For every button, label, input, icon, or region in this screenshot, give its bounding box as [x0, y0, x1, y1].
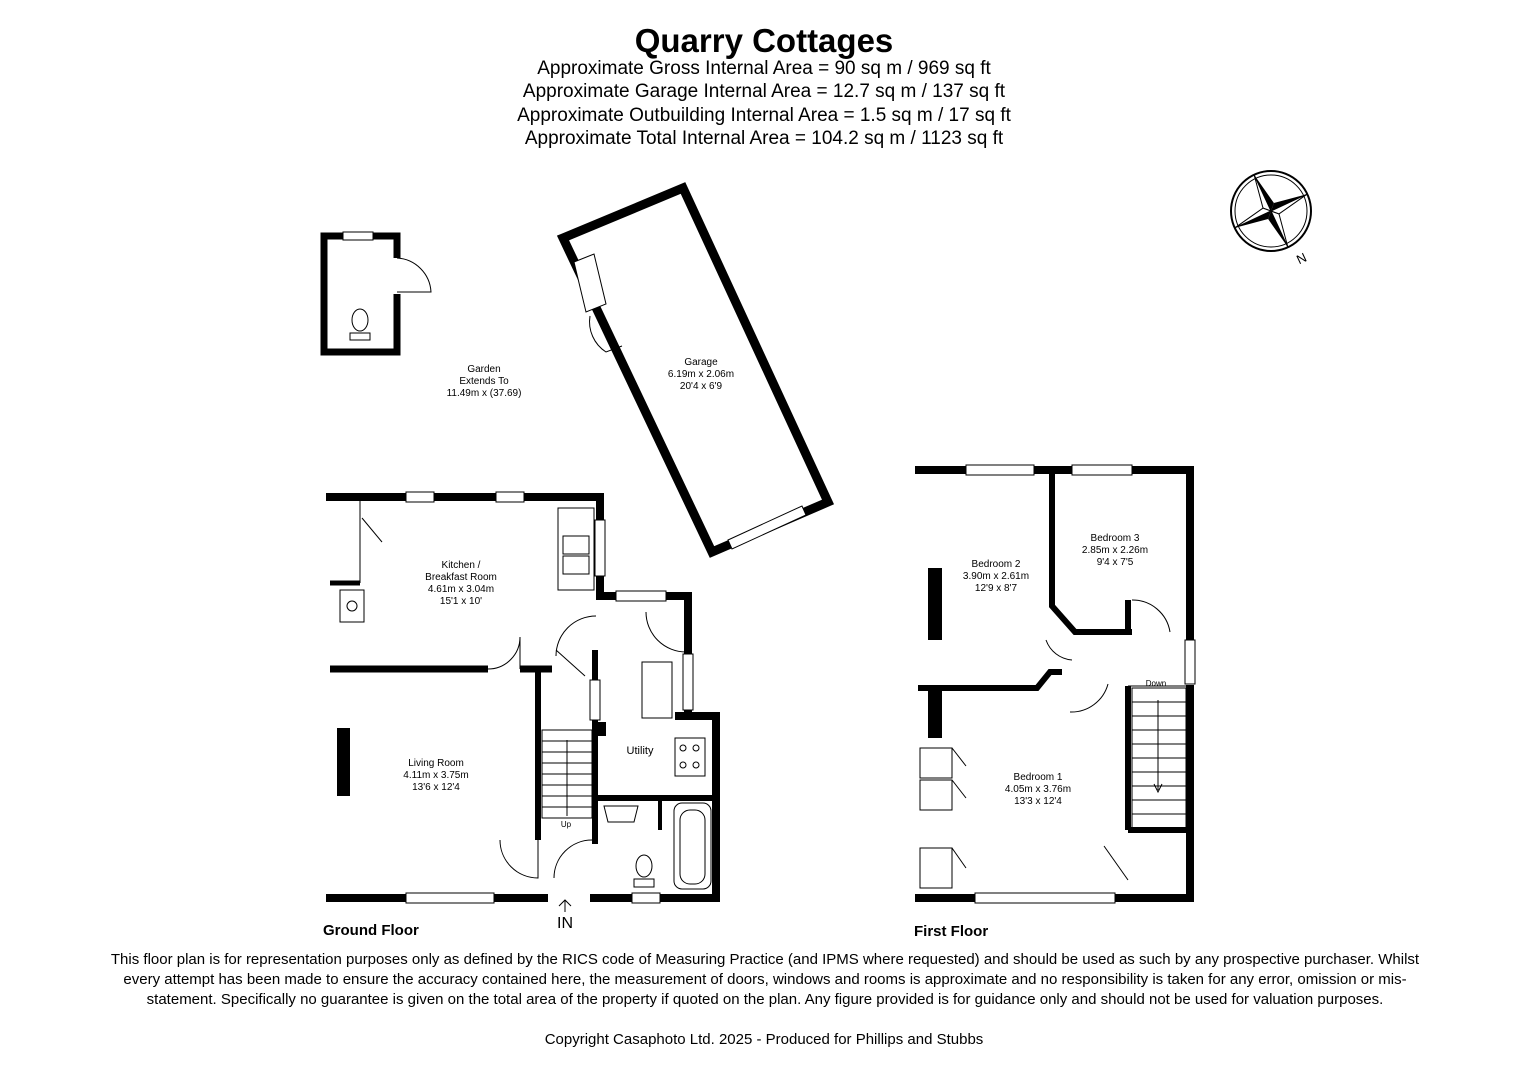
- stairs-up-label: Up: [560, 820, 572, 829]
- garden-title: Garden: [467, 364, 501, 375]
- bedroom1-metric: 4.05m x 3.76m: [1004, 784, 1072, 795]
- bedroom3-label: Bedroom 3 2.85m x 2.26m 9'4 x 7'5: [1082, 533, 1148, 569]
- garage-imperial: 20'4 x 6'9: [679, 381, 723, 392]
- compass-north-label: N: [1294, 250, 1309, 268]
- first-floor-plan: [915, 464, 1196, 904]
- garage-name: Garage: [684, 357, 718, 368]
- copyright-text: Copyright Casaphoto Ltd. 2025 - Produced…: [544, 1031, 984, 1048]
- garage-area-text: Approximate Garage Internal Area = 12.7 …: [522, 81, 1006, 102]
- garage-label: Garage 6.19m x 2.06m 20'4 x 6'9: [668, 357, 734, 393]
- living-room-imperial: 13'6 x 12'4: [412, 782, 460, 793]
- outbuilding-area-text: Approximate Outbuilding Internal Area = …: [517, 105, 1011, 126]
- garden-label: Garden Extends To 11.49m x (37.69): [447, 364, 522, 400]
- bedroom3-imperial: 9'4 x 7'5: [1096, 557, 1134, 568]
- gross-area-text: Approximate Gross Internal Area = 90 sq …: [537, 58, 991, 79]
- bedroom1-name: Bedroom 1: [1013, 772, 1063, 783]
- bedroom2-imperial: 12'9 x 8'7: [974, 583, 1018, 594]
- kitchen-metric: 4.61m x 3.04m: [427, 584, 495, 595]
- garage-metric: 6.19m x 2.06m: [667, 369, 735, 380]
- bedroom1-imperial: 13'3 x 12'4: [1014, 796, 1062, 807]
- bedroom3-name: Bedroom 3: [1090, 533, 1140, 544]
- bedroom2-label: Bedroom 2 3.90m x 2.61m 12'9 x 8'7: [963, 559, 1029, 595]
- utility-label: Utility: [626, 745, 654, 757]
- kitchen-name-line2: Breakfast Room: [425, 572, 497, 583]
- bedroom3-metric: 2.85m x 2.26m: [1081, 545, 1149, 556]
- entrance-label: IN: [557, 915, 573, 932]
- total-area-text: Approximate Total Internal Area = 104.2 …: [524, 128, 1004, 149]
- first-floor-label: First Floor: [914, 923, 989, 940]
- living-room-name: Living Room: [408, 758, 464, 769]
- bedroom2-name: Bedroom 2: [971, 559, 1021, 570]
- compass-icon: N: [1230, 170, 1312, 268]
- bedroom2-metric: 3.90m x 2.61m: [962, 571, 1030, 582]
- disclaimer-text: This floor plan is for representation pu…: [110, 951, 1420, 1008]
- garden-extends-text: Extends To: [459, 376, 509, 387]
- outbuilding-wc: [320, 231, 432, 356]
- kitchen-name-line1: Kitchen /: [441, 560, 481, 571]
- kitchen-imperial: 15'1 x 10': [439, 596, 483, 607]
- living-room-metric: 4.11m x 3.75m: [403, 770, 469, 781]
- living-room-label: Living Room 4.11m x 3.75m 13'6 x 12'4: [403, 758, 468, 794]
- garden-dimensions: 11.49m x (37.69): [446, 388, 522, 399]
- bedroom1-label: Bedroom 1 4.05m x 3.76m 13'3 x 12'4: [1005, 772, 1071, 808]
- stairs-down-label: Down: [1145, 679, 1167, 688]
- plan-title: Quarry Cottages: [634, 22, 894, 59]
- kitchen-label: Kitchen / Breakfast Room 4.61m x 3.04m 1…: [425, 560, 497, 608]
- ground-floor-plan: [326, 491, 720, 912]
- garage-structure: [556, 182, 835, 558]
- ground-floor-label: Ground Floor: [323, 922, 419, 939]
